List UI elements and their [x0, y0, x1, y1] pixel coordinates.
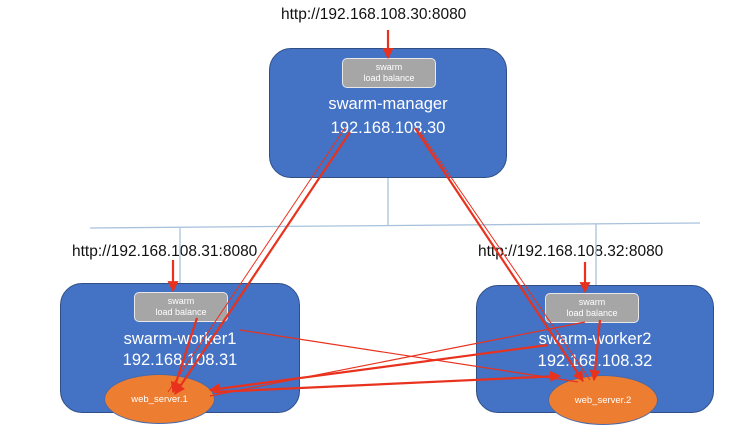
worker2-lb-to-web1 [209, 321, 586, 397]
manager-load-balance-box: swarm load balance [342, 58, 436, 88]
manager-lb-line1: swarm [375, 62, 403, 72]
worker1-lb-line2: load balance [155, 307, 207, 317]
worker2-lb-line2: load balance [566, 308, 618, 318]
manager-to-web2-thin [419, 131, 591, 381]
worker1-lb-to-web2 [239, 329, 579, 383]
worker1-web-server: web_server.1 [104, 374, 215, 424]
network-bus-line [89, 222, 701, 229]
manager-to-web2-thick [414, 127, 584, 382]
manager-name: swarm-manager [328, 95, 448, 113]
manager-to-web1-thin [167, 127, 346, 393]
worker1-url-label: http://192.168.108.31:8080 [72, 243, 258, 260]
worker2-lb-to-web2 [589, 319, 602, 382]
worker1-lb-line1: swarm [167, 296, 195, 306]
worker2-web-server: web_server.2 [548, 375, 658, 425]
worker1-ip: 192.168.108.31 [122, 351, 238, 369]
swarm-worker1-node: swarm load balance swarm-worker1 192.168… [60, 283, 300, 413]
worker2-lb-line1: swarm [578, 297, 606, 307]
worker1-lb-to-web1 [170, 317, 199, 394]
manager-to-web1-thick [174, 131, 351, 395]
swarm-manager-node: swarm load balance swarm-manager 192.168… [269, 48, 507, 178]
manager-url-label: http://192.168.108.30:8080 [281, 6, 467, 23]
worker1-load-balance-box: swarm load balance [134, 292, 228, 322]
web2-to-web1-link [208, 343, 549, 395]
worker2-name: swarm-worker2 [538, 330, 652, 348]
manager-lb-line2: load balance [363, 73, 415, 83]
worker2-url-label: http://192.168.108.32:8080 [478, 243, 664, 260]
worker2-load-balance-box: swarm load balance [545, 293, 639, 323]
web1-to-web2-link [213, 370, 562, 394]
